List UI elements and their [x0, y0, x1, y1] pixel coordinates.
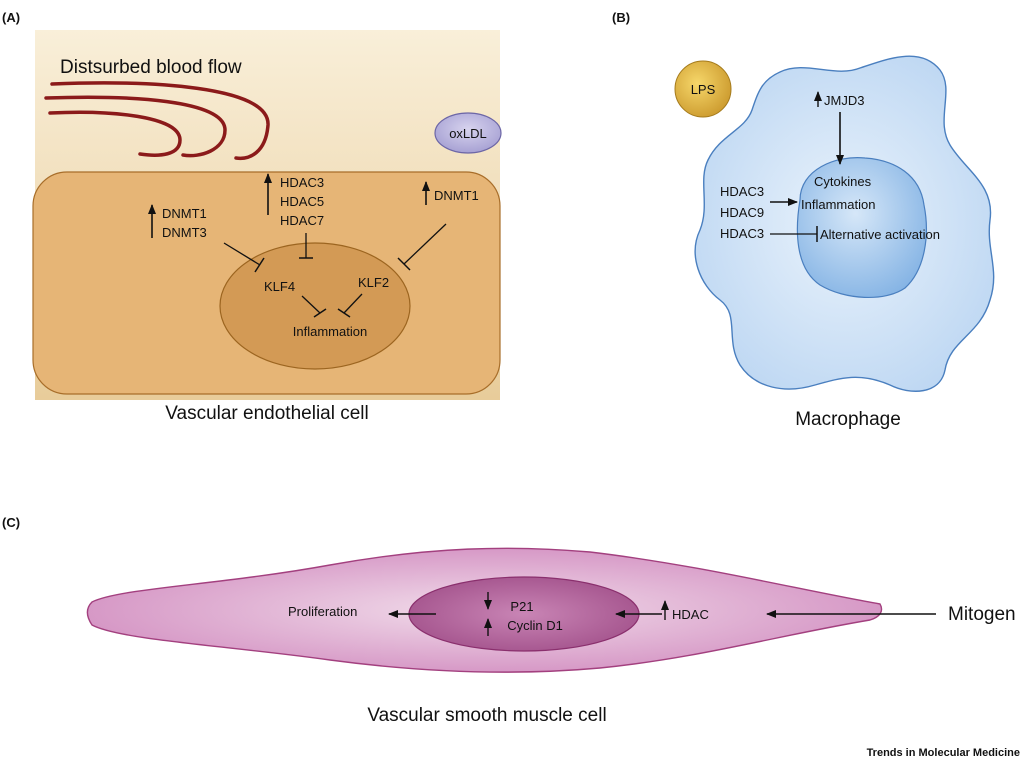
inhibit-dnmt-klf2 [403, 223, 447, 265]
dnmt1-left-label: DNMT1 [162, 206, 207, 221]
panel-a: (A) Distsurbed blood flow oxLDL DNMT1 DN… [2, 10, 502, 424]
klf2-label: KLF2 [358, 275, 389, 290]
cyclin-d1-label: Cyclin D1 [507, 618, 563, 633]
jmjd3-label: JMJD3 [824, 93, 864, 108]
caption-macrophage: Macrophage [795, 409, 901, 430]
hdac-c-label: HDAC [672, 607, 709, 622]
inhibit-bar-klf4-inflammation [313, 308, 327, 318]
panel-b: (B) LPS JMJD3 Cytokines HDAC3 Inflammati… [612, 10, 995, 430]
hdac5-label: HDAC5 [280, 194, 324, 209]
hdac3-a-label: HDAC3 [280, 175, 324, 190]
lps-particle [674, 60, 732, 118]
panel-c: (C) Proliferation P21 Cyclin D1 HDAC Mit… [2, 515, 1016, 726]
inhibit-dnmt-klf4 [223, 242, 261, 266]
klf4-label: KLF4 [264, 279, 295, 294]
inhibit-bar-klf2 [397, 257, 411, 271]
oxldl-particle [434, 112, 502, 154]
mitogen-label: Mitogen [948, 604, 1016, 625]
caption-endothelial: Vascular endothelial cell [165, 403, 369, 424]
flow-label: Distsurbed blood flow [60, 57, 242, 78]
caption-smooth-muscle: Vascular smooth muscle cell [367, 705, 606, 726]
p21-label: P21 [510, 599, 533, 614]
inhibit-klf4-inflammation [301, 295, 321, 314]
panel-c-tag: (C) [2, 515, 20, 530]
dnmt3-label: DNMT3 [162, 225, 207, 240]
hdac3-b-bottom-label: HDAC3 [720, 226, 764, 241]
panel-a-tag: (A) [2, 10, 20, 25]
inhibit-klf2-inflammation [343, 293, 363, 314]
footer-journal: Trends in Molecular Medicine [867, 747, 1020, 759]
panel-b-tag: (B) [612, 10, 630, 25]
hdac9-label: HDAC9 [720, 205, 764, 220]
inhibit-bar-klf2-inflammation [337, 308, 351, 318]
inflammation-b-label: Inflammation [801, 197, 875, 212]
inflammation-a-label: Inflammation [293, 324, 367, 339]
alternative-activation-label: Alternative activation [820, 227, 940, 242]
hdac7-label: HDAC7 [280, 213, 324, 228]
dnmt1-right-label: DNMT1 [434, 188, 479, 203]
cytokines-label: Cytokines [814, 174, 872, 189]
smc-nucleus [408, 576, 640, 652]
endothelial-nucleus [219, 242, 411, 370]
proliferation-label: Proliferation [288, 604, 357, 619]
macrophage-nucleus [796, 157, 927, 298]
lps-label: LPS [691, 82, 716, 97]
hdac3-b-top-label: HDAC3 [720, 184, 764, 199]
oxldl-label: oxLDL [449, 126, 487, 141]
inhibit-bar-klf4 [254, 257, 265, 273]
blood-flow-lines [44, 81, 270, 161]
